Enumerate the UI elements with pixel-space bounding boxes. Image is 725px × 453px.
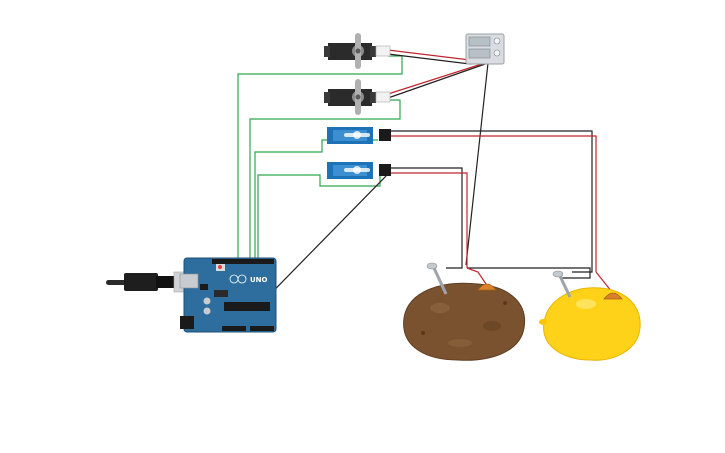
signal-wire-servo-4[interactable] — [257, 174, 381, 260]
lead-wire-potato-copper[interactable] — [466, 267, 487, 285]
signal-wire-servo-1[interactable] — [237, 55, 403, 260]
wire-layer — [237, 49, 613, 326]
power-wire-battery-servo-2[interactable] — [387, 61, 489, 95]
ground-wire-battery-servo-2[interactable] — [387, 62, 489, 99]
servo-large-1[interactable] — [324, 33, 391, 69]
signal-wire-servo-2[interactable] — [249, 99, 401, 260]
servo-large-2[interactable] — [324, 79, 391, 115]
potato-copper-electrode — [477, 283, 497, 291]
potato-zinc-electrode — [426, 262, 448, 295]
arduino-logo-text: UNO — [250, 276, 268, 284]
power-wire-servo-3-lemon[interactable] — [390, 135, 597, 272]
signal-wire-servo-3[interactable] — [254, 139, 378, 260]
servo-micro-1[interactable] — [327, 127, 391, 144]
potato-battery[interactable] — [403, 262, 526, 361]
lemon-zinc-electrode — [552, 270, 572, 298]
ground-wire-servo-3-lemon[interactable] — [390, 130, 593, 273]
lemon-copper-electrode — [603, 292, 623, 300]
lead-wire-lemon-copper[interactable] — [595, 271, 613, 293]
series-wire-potato-lemon[interactable] — [467, 267, 591, 279]
battery-pack[interactable] — [465, 33, 505, 65]
lemon-battery[interactable] — [539, 270, 641, 361]
arduino-uno-board[interactable]: UNO — [179, 257, 277, 333]
ground-wire-servo-4-potato[interactable] — [390, 167, 463, 269]
power-wire-servo-4-potato[interactable] — [390, 172, 468, 268]
ground-wire-battery-down[interactable] — [465, 62, 489, 266]
servo-micro-2[interactable] — [327, 162, 391, 179]
